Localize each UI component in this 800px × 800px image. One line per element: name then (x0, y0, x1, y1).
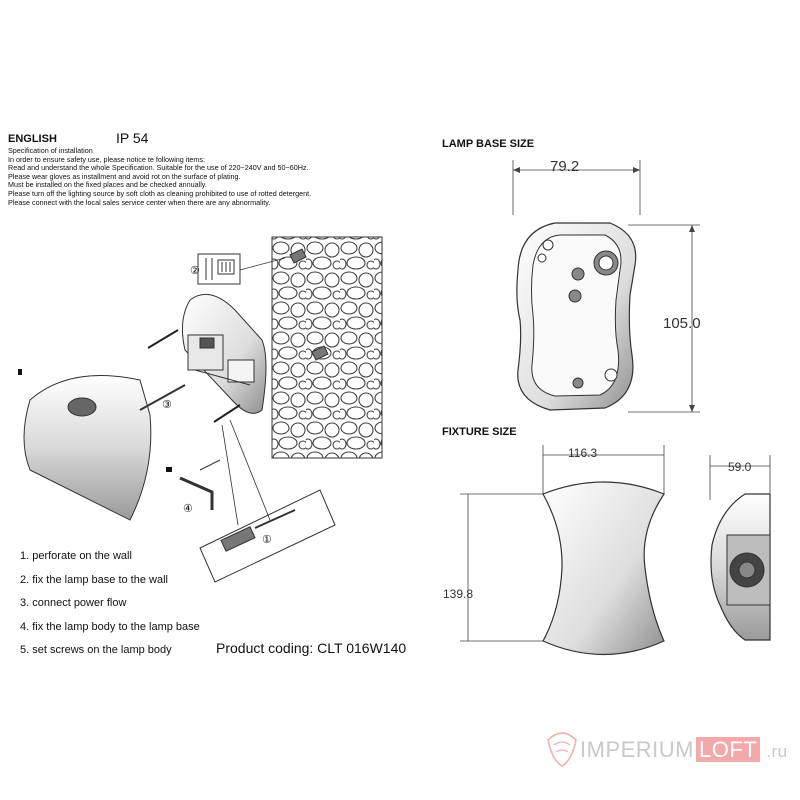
step-marker-4: ④ (183, 503, 193, 515)
installation-steps: 1. perforate on the wall 2. fix the lamp… (20, 545, 200, 663)
spec-line: In order to ensure safety use, please no… (8, 154, 205, 164)
hex-key-illustration (166, 459, 221, 510)
ip-rating: IP 54 (116, 130, 149, 146)
spec-line: Read and understand the whole Specificat… (8, 163, 309, 173)
spec-line: Specification of installation (8, 146, 93, 155)
wiring-detail (197, 253, 286, 285)
fixture-height: 139.8 (443, 587, 474, 601)
screwdriver-panel (199, 419, 336, 583)
step-item: 5. set screws on the lamp body (20, 644, 172, 656)
mounting-assembly (147, 248, 329, 423)
lamp-base-drawing (512, 160, 700, 413)
fixture-side-drawing (709, 455, 771, 641)
lamp-base-title: LAMP BASE SIZE (442, 138, 535, 150)
step-item: 4. fix the lamp body to the lamp base (20, 620, 200, 633)
spec-line: Please turn off the lighting source by s… (8, 188, 312, 198)
stone-wall (271, 236, 383, 459)
step-marker-1: ① (262, 534, 272, 546)
lamp-base-height: 105.0 (663, 315, 701, 332)
fixture-front-drawing (460, 445, 665, 656)
lamp-body-illustration (18, 369, 186, 521)
fixture-depth: 59.0 (728, 460, 752, 474)
fixture-title: FIXTURE SIZE (442, 426, 517, 438)
language-heading: ENGLISH (8, 133, 57, 145)
watermark-logo-icon (547, 732, 577, 767)
step-marker-3: ③ (162, 399, 172, 411)
spec-text: Specification of installation In order t… (8, 146, 312, 207)
watermark-part1: IMPERIUM (580, 737, 694, 762)
watermark-part3: .ru (766, 742, 788, 761)
watermark-part2: LOFT (696, 737, 761, 762)
step-item: 1. perforate on the wall (20, 550, 132, 562)
product-coding: Product coding: CLT 016W140 (216, 640, 407, 656)
step-marker-2: ② (190, 265, 200, 277)
spec-line: Please connect with the local sales serv… (8, 197, 271, 207)
step-item: 2. fix the lamp base to the wall (20, 573, 168, 586)
spec-line: Must be installed on the fixed places an… (8, 180, 207, 190)
fixture-width: 116.3 (568, 446, 598, 460)
spec-line: Please wear gloves as installment and av… (8, 171, 241, 181)
lamp-base-width: 79.2 (550, 158, 580, 175)
step-item: 3. connect power flow (20, 597, 127, 609)
